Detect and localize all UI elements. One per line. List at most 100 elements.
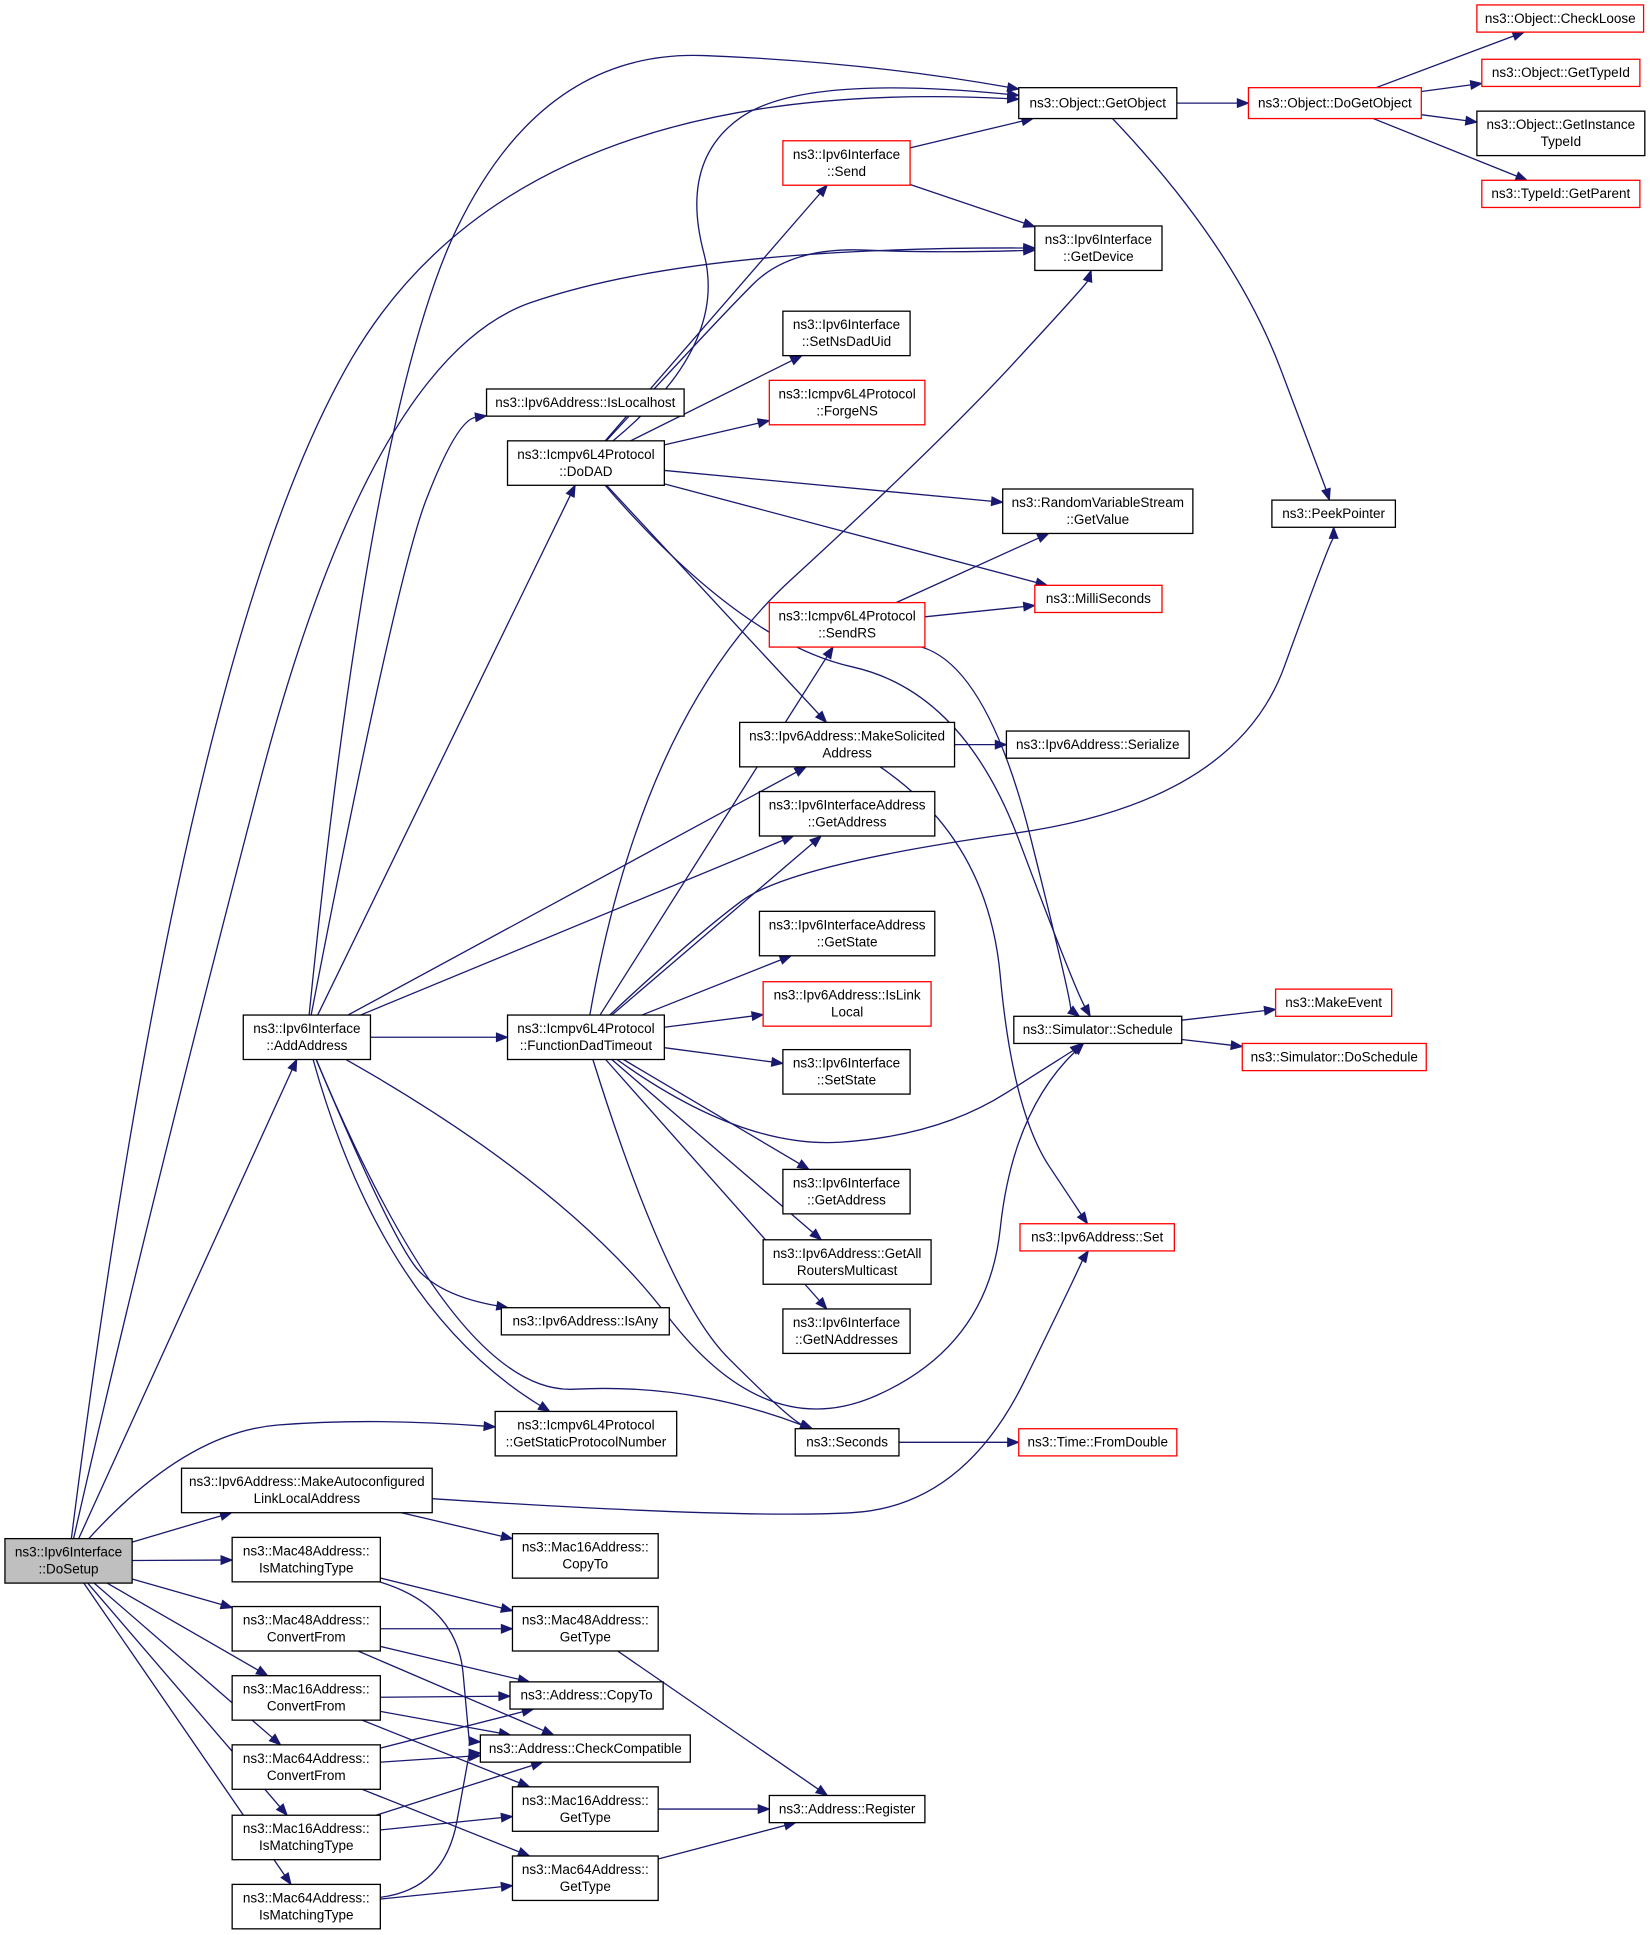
arrowhead-icon <box>500 1881 514 1892</box>
node-label-line: ns3::Ipv6Address::GetAll <box>773 1246 922 1261</box>
node-box <box>231 1605 381 1652</box>
node-setnsdaduid[interactable]: ns3::Ipv6Interface::SetNsDadUid <box>782 310 911 357</box>
edge-dosetup-to-mac16convertfrom <box>106 1582 269 1677</box>
node-label-line: ns3::Object::GetObject <box>1030 95 1167 110</box>
edge-makeautolinklocal-to-ipv6set <box>432 1249 1090 1515</box>
node-label-line: IsMatchingType <box>259 1907 354 1922</box>
node-dodad[interactable]: ns3::Icmpv6L4Protocol::DoDAD <box>506 440 666 486</box>
node-mac64convertfrom[interactable]: ns3::Mac64Address::ConvertFrom <box>231 1744 381 1790</box>
edge-line <box>611 842 814 1016</box>
node-forgens[interactable]: ns3::Icmpv6L4Protocol::ForgeNS <box>768 379 926 426</box>
edge-line <box>1421 84 1471 93</box>
node-box <box>509 1681 664 1710</box>
node-ifaddrgetaddress[interactable]: ns3::Ipv6InterfaceAddress::GetAddress <box>758 790 936 837</box>
edge-addaddress-to-ifaddrgetaddress <box>360 835 795 1016</box>
arrowhead-icon <box>537 1401 551 1413</box>
edge-dosetup-to-getstaticprotocolnumber <box>88 1420 497 1540</box>
node-label-line: ns3::Mac16Address:: <box>243 1682 370 1697</box>
arrowhead-icon <box>793 766 808 777</box>
node-fromdouble[interactable]: ns3::Time::FromDouble <box>1018 1428 1178 1457</box>
node-mac48gettype[interactable]: ns3::Mac48Address::GetType <box>511 1605 659 1652</box>
node-label-line: LinkLocalAddress <box>254 1491 361 1506</box>
node-label-line: ns3::Ipv6Interface <box>793 1175 900 1190</box>
node-ipv6isany[interactable]: ns3::Ipv6Address::IsAny <box>500 1307 670 1336</box>
node-checkloose[interactable]: ns3::Object::CheckLoose <box>1476 4 1645 33</box>
edge-line <box>617 1650 819 1790</box>
edge-line <box>379 1581 470 1742</box>
node-ifgetaddress[interactable]: ns3::Ipv6Interface::GetAddress <box>782 1168 911 1215</box>
node-ipv6set[interactable]: ns3::Ipv6Address::Set <box>1019 1223 1175 1252</box>
node-getparent[interactable]: ns3::TypeId::GetParent <box>1481 179 1641 209</box>
edge-line <box>909 183 1025 224</box>
arrowhead-icon <box>1006 82 1021 93</box>
node-dogetobject[interactable]: ns3::Object::DoGetObject <box>1247 87 1422 120</box>
node-label-line: ns3::Icmpv6L4Protocol <box>778 609 915 624</box>
edge-line <box>616 1049 1074 1144</box>
node-seconds[interactable]: ns3::Seconds <box>794 1428 900 1457</box>
node-getdevice[interactable]: ns3::Ipv6Interface::GetDevice <box>1034 225 1163 272</box>
node-mac48convertfrom[interactable]: ns3::Mac48Address::ConvertFrom <box>231 1605 381 1652</box>
node-mac64gettype[interactable]: ns3::Mac64Address::GetType <box>511 1855 659 1902</box>
node-getnaddresses[interactable]: ns3::Ipv6Interface::GetNAddresses <box>782 1308 911 1355</box>
arrowhead-icon <box>219 1599 234 1610</box>
node-ifsetstate[interactable]: ns3::Ipv6Interface::SetState <box>782 1048 911 1095</box>
node-mac16convertfrom[interactable]: ns3::Mac16Address::ConvertFrom <box>231 1675 381 1721</box>
edge-addaddress-to-ipv6isany <box>315 1059 510 1311</box>
node-mac16copyto[interactable]: ns3::Mac16Address::CopyTo <box>511 1533 659 1579</box>
node-doschedule[interactable]: ns3::Simulator::DoSchedule <box>1241 1042 1427 1072</box>
node-mac16gettype[interactable]: ns3::Mac16Address::GetType <box>511 1786 659 1832</box>
node-label-line: ns3::Ipv6Interface <box>1045 232 1152 247</box>
node-sendrs[interactable]: ns3::Icmpv6L4Protocol::SendRS <box>768 601 926 648</box>
node-serialize[interactable]: ns3::Ipv6Address::Serialize <box>1005 730 1190 759</box>
arrowhead-icon <box>1263 1005 1277 1016</box>
node-mac48ismatching[interactable]: ns3::Mac48Address::IsMatchingType <box>231 1536 381 1583</box>
edge-line <box>131 1515 222 1543</box>
node-label-line: ns3::Mac16Address:: <box>243 1821 370 1836</box>
arrowhead-icon <box>1036 532 1050 543</box>
node-label-line: ns3::Mac16Address:: <box>522 1540 649 1555</box>
edge-dodad-to-getdevice <box>605 245 1037 442</box>
edge-line <box>623 1058 800 1165</box>
edge-functiondadtimeout-to-getallrouters <box>611 1059 823 1241</box>
node-label-line: ns3::Mac16Address:: <box>522 1793 649 1808</box>
node-peekpointer[interactable]: ns3::PeekPointer <box>1271 499 1397 528</box>
node-addresscopyto[interactable]: ns3::Address::CopyTo <box>509 1681 664 1710</box>
edge-line <box>315 1059 498 1307</box>
node-ipv6islocalhost[interactable]: ns3::Ipv6Address::IsLocalhost <box>485 388 685 417</box>
edge-line <box>401 1512 502 1537</box>
node-makeautolinklocal[interactable]: ns3::Ipv6Address::MakeAutoconfiguredLink… <box>180 1467 433 1514</box>
edge-line <box>605 249 1024 442</box>
node-addaddress[interactable]: ns3::Ipv6Interface::AddAddress <box>242 1014 372 1061</box>
node-schedule[interactable]: ns3::Simulator::Schedule <box>1013 1015 1183 1045</box>
node-makeevent[interactable]: ns3::MakeEvent <box>1274 988 1393 1017</box>
edge-mac16ismatching-to-mac16gettype <box>380 1812 514 1831</box>
node-gettypeid[interactable]: ns3::Object::GetTypeId <box>1481 58 1641 88</box>
edge-line <box>432 1259 1084 1515</box>
node-addresscheckcompatible[interactable]: ns3::Address::CheckCompatible <box>479 1734 691 1763</box>
node-dosetup[interactable]: ns3::Ipv6Interface::DoSetup <box>4 1537 133 1584</box>
edge-line <box>380 1755 470 1763</box>
node-getobject[interactable]: ns3::Object::GetObject <box>1018 87 1178 120</box>
arrowhead-icon <box>1464 115 1479 126</box>
edge-line <box>664 1015 753 1028</box>
node-addressregister[interactable]: ns3::Address::Register <box>768 1794 926 1824</box>
node-milliseconds[interactable]: ns3::MilliSeconds <box>1034 584 1163 614</box>
node-ifsend[interactable]: ns3::Ipv6Interface::Send <box>782 140 911 186</box>
arrowhead-icon <box>814 1784 829 1797</box>
arrowhead-icon <box>1080 1003 1091 1018</box>
node-label-line: ns3::Mac48Address:: <box>243 1613 370 1628</box>
node-mac64ismatching[interactable]: ns3::Mac64Address::IsMatchingType <box>231 1883 381 1930</box>
node-ifaddrgetstate[interactable]: ns3::Ipv6InterfaceAddress::GetState <box>758 910 936 957</box>
node-box <box>180 1467 433 1514</box>
node-functiondadtimeout[interactable]: ns3::Icmpv6L4Protocol::FunctionDadTimeou… <box>506 1014 666 1061</box>
node-label-line: ns3::Ipv6InterfaceAddress <box>769 798 926 813</box>
arrowhead-icon <box>990 496 1005 507</box>
edge-line <box>664 422 759 446</box>
node-rvsgetvalue[interactable]: ns3::RandomVariableStream::GetValue <box>1002 488 1194 535</box>
node-mac16ismatching[interactable]: ns3::Mac16Address::IsMatchingType <box>231 1814 381 1861</box>
node-getstaticprotocolnumber[interactable]: ns3::Icmpv6L4Protocol::GetStaticProtocol… <box>494 1410 678 1457</box>
